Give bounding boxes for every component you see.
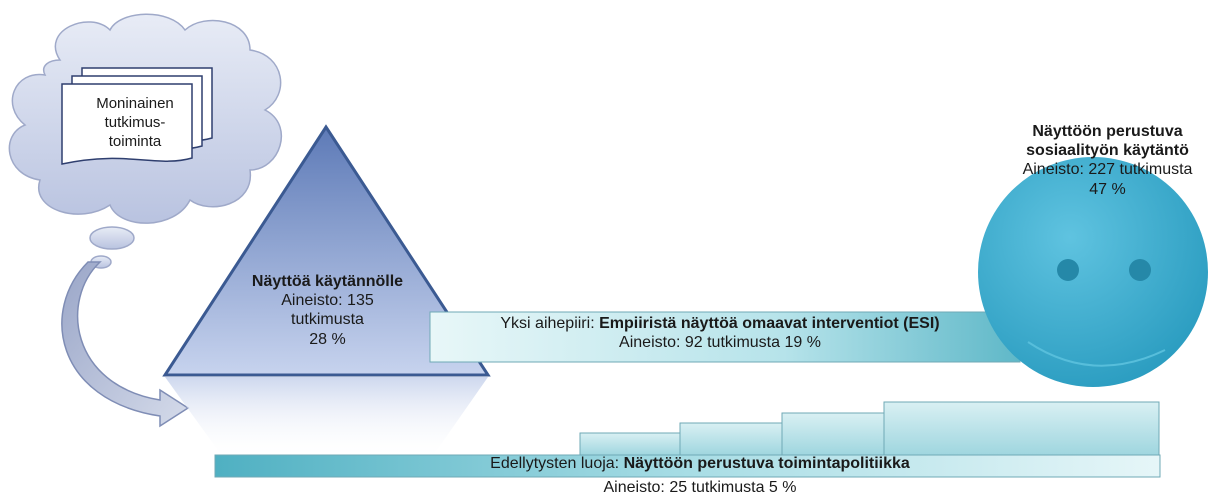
esi-label: Yksi aihepiiri: Empiiristä näyttöä omaav… xyxy=(450,314,990,352)
esi-subtitle: Aineisto: 92 tutkimusta 19 % xyxy=(619,334,821,352)
triangle-line3: tutkimusta xyxy=(291,311,364,329)
esi-bar-shape xyxy=(429,311,1021,363)
doc-line-1: Moninainen xyxy=(96,95,174,112)
smile-icon xyxy=(1027,341,1166,367)
esi-title: Empiiristä näyttöä omaavat interventiot … xyxy=(599,315,940,332)
circle-line3: Aineisto: 227 tutkimusta xyxy=(1022,161,1193,179)
policy-prefix: Edellytysten luoja: xyxy=(490,455,624,472)
triangle-label: Näyttöä käytännölle Aineisto: 135 tutkim… xyxy=(220,272,435,349)
steps-shape xyxy=(579,401,1160,456)
curved-arrow-icon xyxy=(61,261,190,428)
circle-percent: 47 % xyxy=(1089,180,1126,198)
triangle-line2: Aineisto: 135 xyxy=(281,292,374,310)
triangle-title: Näyttöä käytännölle xyxy=(251,273,404,290)
triangle-shape xyxy=(162,124,491,377)
circle-title-2: sosiaalityön käytäntö xyxy=(1026,142,1189,160)
circle-label: Näyttöön perustuva sosiaalityön käytäntö… xyxy=(990,122,1225,199)
triangle-reflection xyxy=(165,377,488,460)
cloud-doc-label: Moninainen tutkimus- toiminta xyxy=(70,95,200,151)
policy-bar-shape xyxy=(214,454,1161,478)
policy-label: Edellytysten luoja: Näyttöön perustuva t… xyxy=(360,454,1040,473)
policy-title: Näyttöön perustuva toimintapolitiikka xyxy=(623,455,910,472)
esi-prefix: Yksi aihepiiri: xyxy=(500,315,600,332)
circle-title-1: Näyttöön perustuva xyxy=(1032,123,1183,140)
document-stack-icon xyxy=(61,67,213,165)
doc-line-2: tutkimus- xyxy=(104,113,166,131)
doc-line-3: toiminta xyxy=(108,132,162,150)
triangle-percent: 28 % xyxy=(309,330,346,348)
policy-subtitle: Aineisto: 25 tutkimusta 5 % xyxy=(603,479,797,496)
left-eye-icon xyxy=(1057,259,1079,281)
smiley-circle xyxy=(978,157,1208,387)
right-eye-icon xyxy=(1129,259,1151,281)
